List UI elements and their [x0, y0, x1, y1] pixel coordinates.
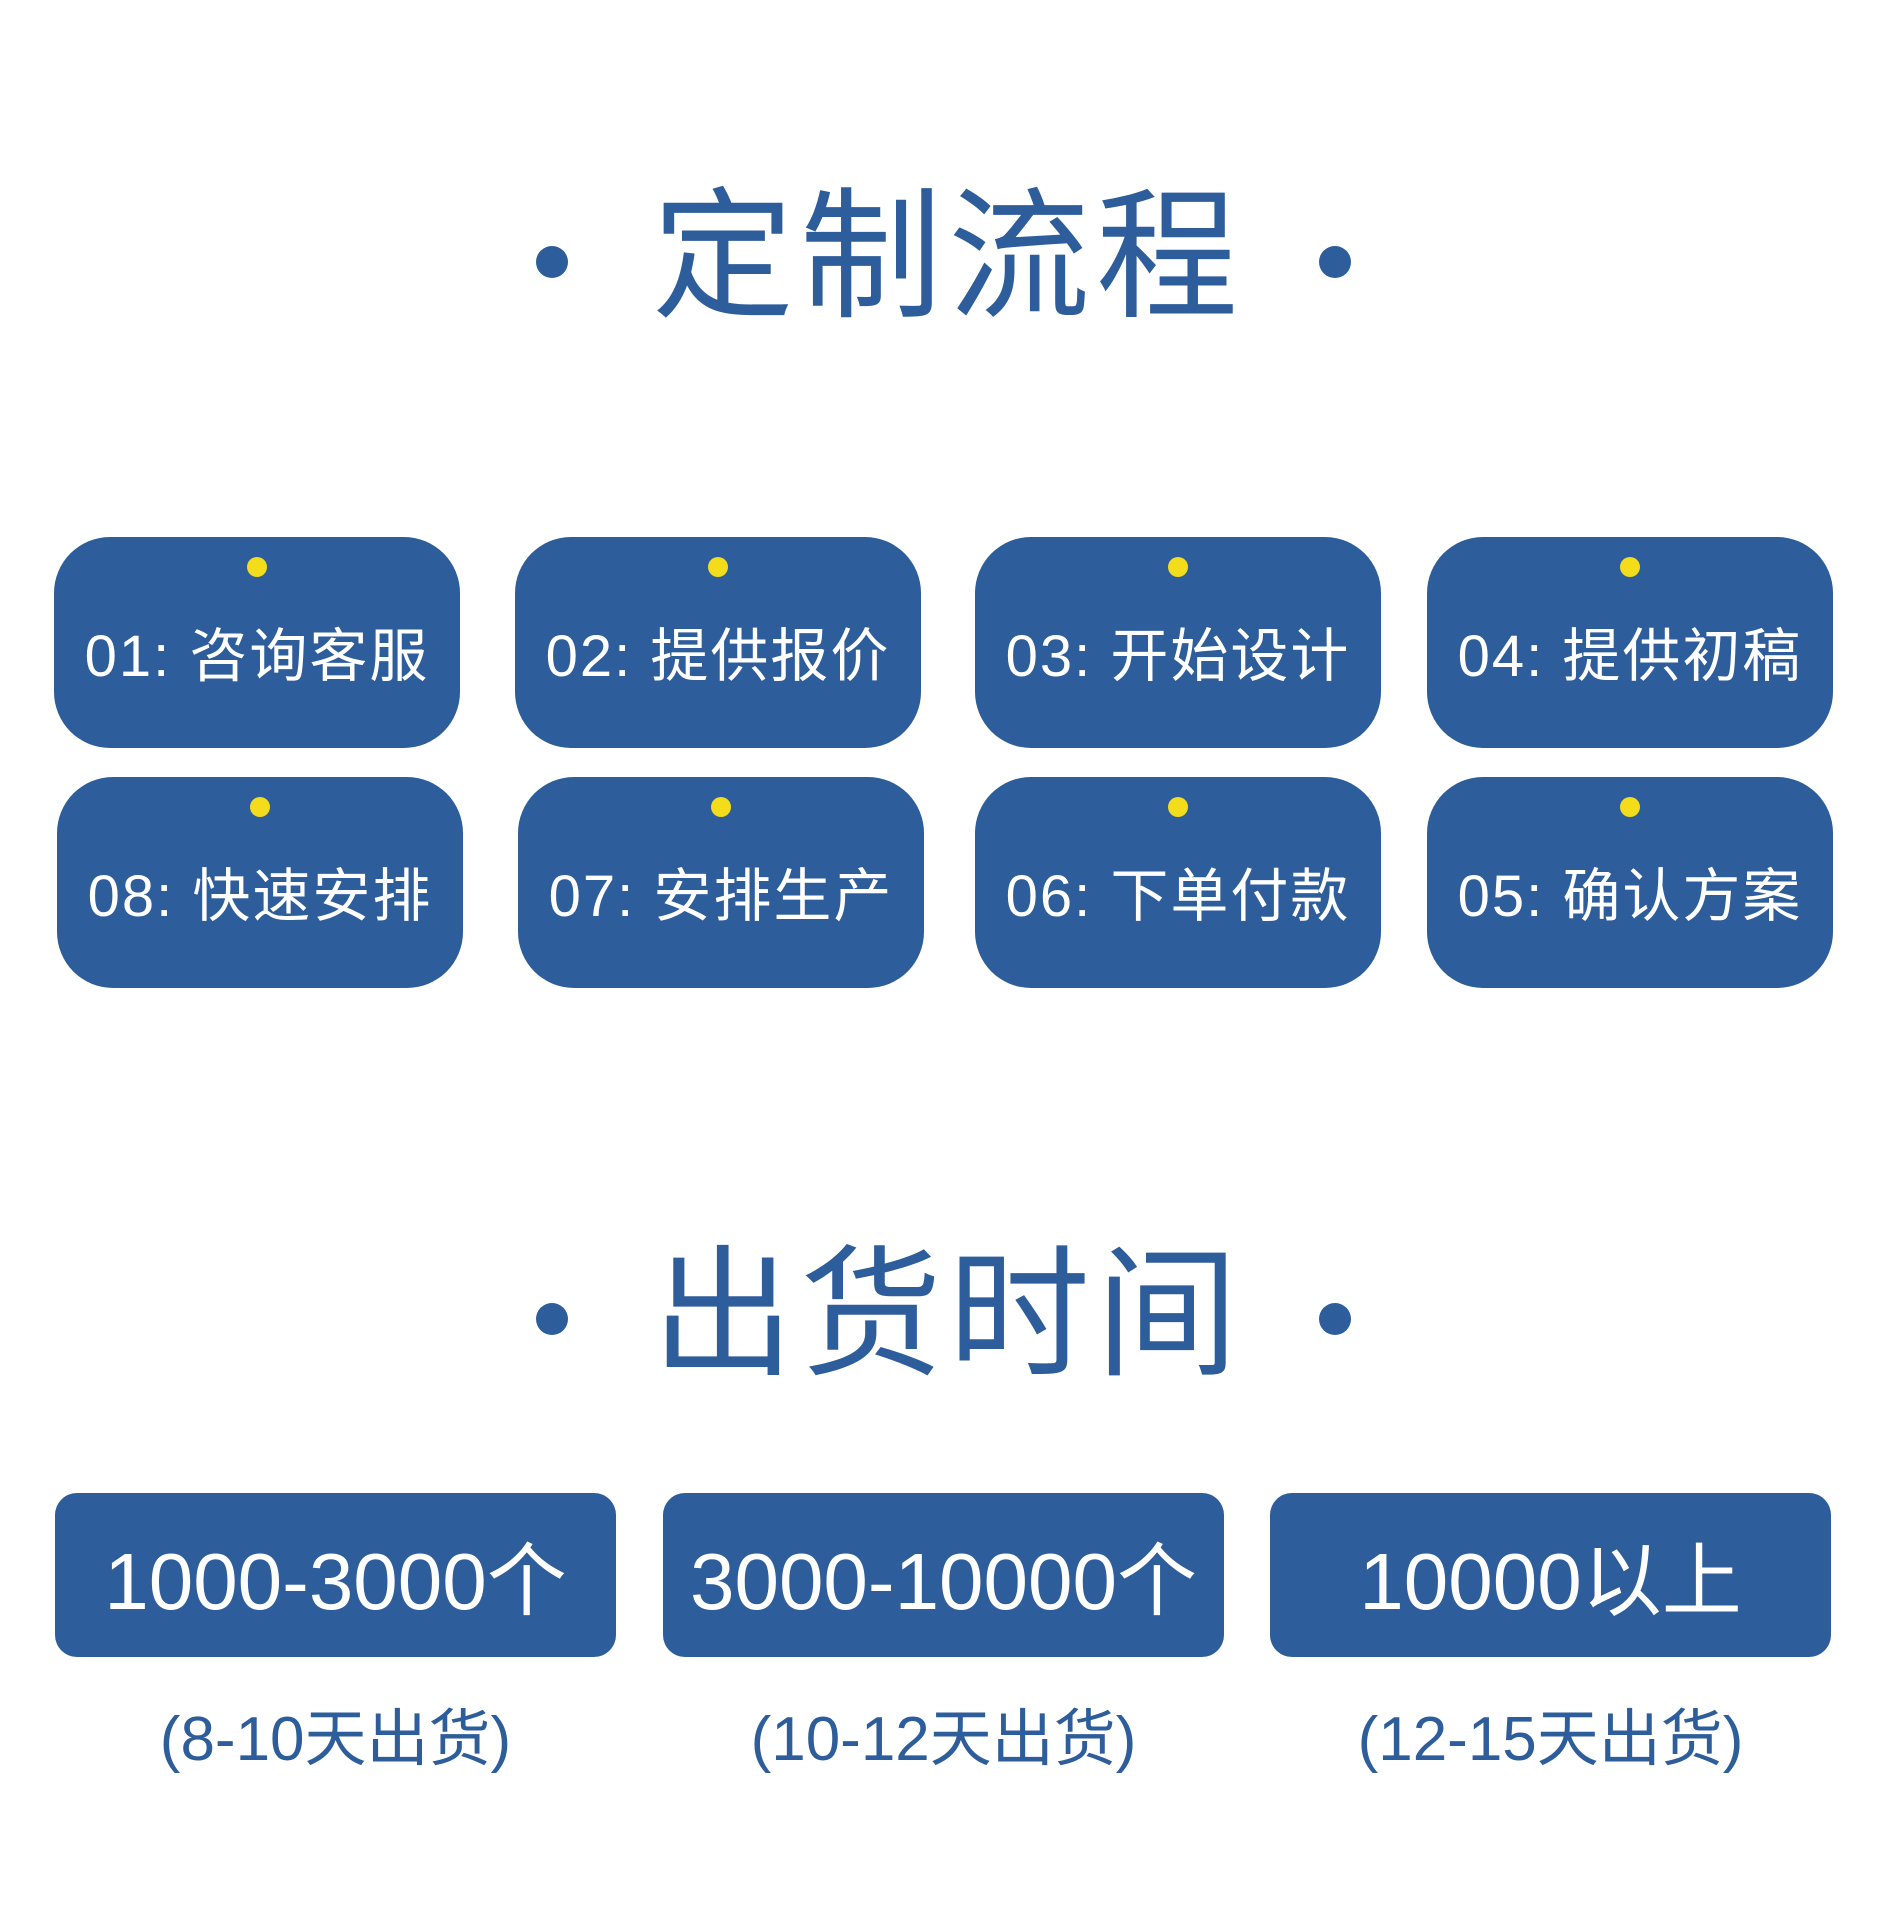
quantity-label: 3000-10000个 [689, 1537, 1198, 1626]
process-title-right-dot [1319, 246, 1351, 278]
pin-dot-icon [1168, 557, 1188, 577]
quantity-tier-2: 3000-10000个 [663, 1493, 1224, 1657]
step-card-05: 05: 确认方案 [1427, 777, 1833, 988]
lead-time-tier-3: (12-15天出货) [1357, 1705, 1744, 1774]
pin-dot-icon [1620, 557, 1640, 577]
step-label: 08: 快速安排 [87, 863, 433, 929]
step-label: 05: 确认方案 [1457, 863, 1803, 929]
step-card-04: 04: 提供初稿 [1427, 537, 1833, 748]
pin-dot-icon [250, 797, 270, 817]
quantity-label: 10000以上 [1359, 1537, 1742, 1626]
lead-time-tier-2: (10-12天出货) [750, 1705, 1137, 1774]
step-card-06: 06: 下单付款 [975, 777, 1381, 988]
process-title: 定制流程 [652, 178, 1244, 337]
step-label: 03: 开始设计 [1005, 623, 1351, 689]
step-card-03: 03: 开始设计 [975, 537, 1381, 748]
pin-dot-icon [711, 797, 731, 817]
shipping-title: 出货时间 [652, 1236, 1244, 1395]
step-label: 01: 咨询客服 [84, 623, 430, 689]
pin-dot-icon [708, 557, 728, 577]
step-card-08: 08: 快速安排 [57, 777, 463, 988]
step-card-01: 01: 咨询客服 [54, 537, 460, 748]
step-card-07: 07: 安排生产 [518, 777, 924, 988]
pin-dot-icon [1620, 797, 1640, 817]
pin-dot-icon [1168, 797, 1188, 817]
lead-time-tier-1: (8-10天出货) [159, 1705, 512, 1774]
step-label: 04: 提供初稿 [1457, 623, 1803, 689]
step-label: 06: 下单付款 [1005, 863, 1351, 929]
quantity-label: 1000-3000个 [104, 1537, 567, 1626]
step-label: 02: 提供报价 [545, 623, 891, 689]
shipping-title-right-dot [1319, 1303, 1351, 1335]
shipping-title-left-dot [536, 1303, 568, 1335]
process-title-left-dot [536, 246, 568, 278]
step-card-02: 02: 提供报价 [515, 537, 921, 748]
quantity-tier-3: 10000以上 [1270, 1493, 1831, 1657]
pin-dot-icon [247, 557, 267, 577]
step-label: 07: 安排生产 [548, 863, 894, 929]
quantity-tier-1: 1000-3000个 [55, 1493, 616, 1657]
